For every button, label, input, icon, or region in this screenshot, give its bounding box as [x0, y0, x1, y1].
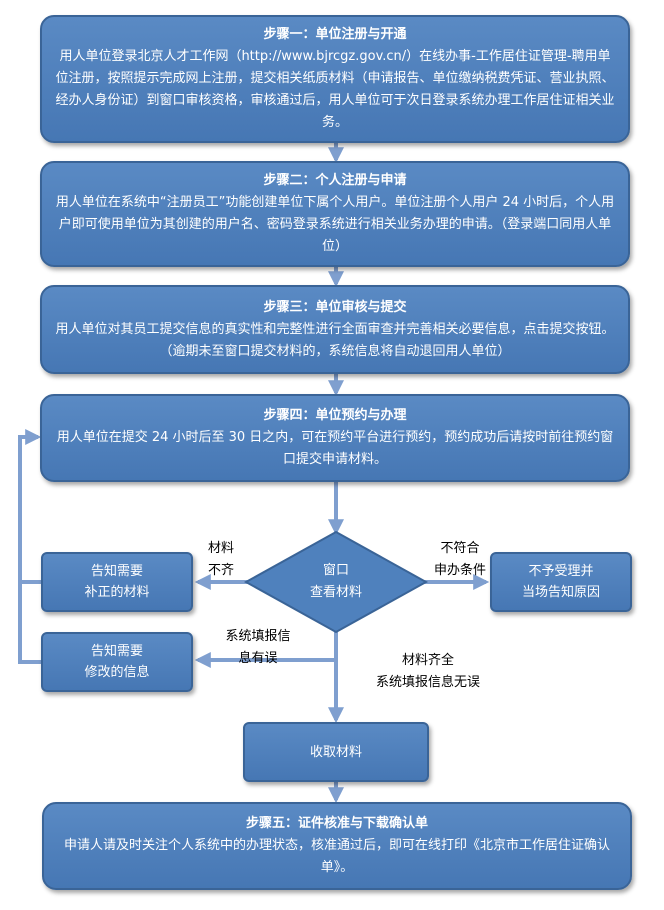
- modify-line2: 修改的信息: [84, 665, 150, 680]
- step4-title: 步骤四：单位预约与办理: [263, 408, 407, 423]
- decision-diamond: [243, 530, 429, 634]
- edge-label-info-error: 系统填报信 息有误: [203, 626, 313, 670]
- step4-body: 用人单位在提交 24 小时后至 30 日之内，可在预约平台进行预约，预约成功后请…: [56, 430, 614, 467]
- step5-box: 步骤五：证件核准与下载确认单 申请人请及时关注个人系统中的办理状态，核准通过后，…: [42, 802, 632, 890]
- edge-label-incomplete-line1: 材料: [207, 541, 234, 556]
- edge-label-complete-line1: 材料齐全: [401, 653, 454, 668]
- edge-label-complete-line2: 系统填报信息无误: [375, 675, 480, 690]
- step1-title: 步骤一：单位注册与开通: [263, 27, 407, 42]
- supplement-line1: 告知需要: [90, 564, 143, 579]
- step4-box: 步骤四：单位预约与办理 用人单位在提交 24 小时后至 30 日之内，可在预约平…: [40, 394, 630, 482]
- collect-label: 收取材料: [309, 744, 362, 760]
- edge-label-not-eligible-line1: 不符合: [440, 541, 480, 556]
- supplement-box: 告知需要 补正的材料: [41, 552, 193, 612]
- decision-text: 窗口 查看材料: [286, 560, 386, 604]
- edge-label-info-error-line2: 息有误: [238, 651, 278, 666]
- step3-body: 用人单位对其员工提交信息的真实性和完整性进行全面审查并完善相关必要信息，点击提交…: [55, 321, 615, 359]
- decision-line1: 窗口: [322, 563, 349, 578]
- reject-box: 不予受理并 当场告知原因: [490, 552, 632, 612]
- step2-title: 步骤二：个人注册与申请: [263, 173, 407, 188]
- step5-title: 步骤五：证件核准与下载确认单: [245, 816, 428, 831]
- step5-body: 申请人请及时关注个人系统中的办理状态，核准通过后，即可在线打印《北京市工作居住证…: [63, 838, 610, 875]
- supplement-line2: 补正的材料: [84, 585, 150, 600]
- decision-line2: 查看材料: [309, 585, 362, 600]
- step3-box: 步骤三：单位审核与提交 用人单位对其员工提交信息的真实性和完整性进行全面审查并完…: [40, 285, 630, 374]
- modify-box: 告知需要 修改的信息: [41, 632, 193, 692]
- step1-box: 步骤一：单位注册与开通 用人单位登录北京人才工作网（http://www.bjr…: [40, 15, 630, 143]
- edge-label-complete: 材料齐全 系统填报信息无误: [348, 650, 508, 694]
- edge-label-incomplete-line2: 不齐: [207, 563, 234, 578]
- loop-modify-back: [18, 429, 42, 664]
- modify-line1: 告知需要: [90, 644, 143, 659]
- edge-label-not-eligible-line2: 申办条件: [433, 563, 486, 578]
- edge-label-not-eligible: 不符合 申办条件: [420, 538, 500, 582]
- collect-box: 收取材料: [243, 722, 429, 782]
- step1-body: 用人单位登录北京人才工作网（http://www.bjrcgz.gov.cn/）…: [55, 49, 615, 130]
- step2-box: 步骤二：个人注册与申请 用人单位在系统中“注册员工”功能创建单位下属个人用户。单…: [40, 161, 630, 267]
- reject-line2: 当场告知原因: [521, 585, 600, 600]
- step2-body: 用人单位在系统中“注册员工”功能创建单位下属个人用户。单位注册个人用户 24 小…: [55, 195, 615, 254]
- edge-label-incomplete: 材料 不齐: [196, 538, 246, 582]
- reject-line1: 不予受理并: [528, 564, 594, 579]
- step3-title: 步骤三：单位审核与提交: [263, 299, 407, 315]
- edge-label-info-error-line1: 系统填报信: [225, 629, 291, 644]
